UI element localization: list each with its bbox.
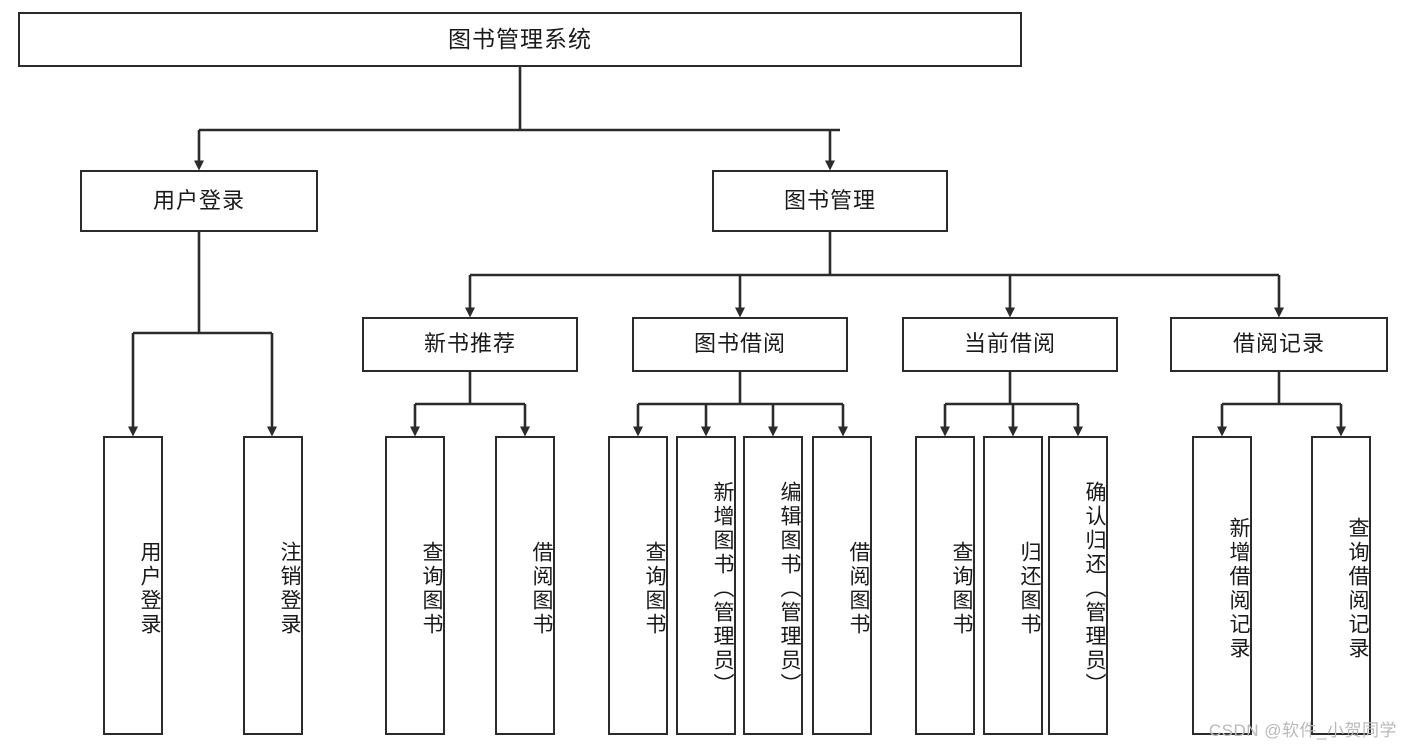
node-current-borrow[interactable]: 当前借阅 [902, 317, 1118, 372]
leaf-user-login-label: 用户登录 [138, 540, 161, 637]
leaf-confirm-return-admin-label: 确认归还（管理员） [1083, 480, 1106, 697]
leaf-query-book-2[interactable]: 查询图书 [608, 436, 668, 735]
leaf-borrow-book-1-label: 借阅图书 [530, 540, 553, 637]
leaf-user-login[interactable]: 用户登录 [103, 436, 163, 735]
leaf-borrow-book-1[interactable]: 借阅图书 [495, 436, 555, 735]
leaf-query-book-1[interactable]: 查询图书 [385, 436, 445, 735]
node-user-login-label: 用户登录 [152, 187, 245, 213]
leaf-return-book[interactable]: 归还图书 [983, 436, 1043, 735]
node-book-borrow-label: 图书借阅 [693, 331, 786, 357]
node-user-login[interactable]: 用户登录 [80, 170, 318, 232]
leaf-logout-login-label: 注销登录 [278, 540, 301, 637]
node-new-book-recommend[interactable]: 新书推荐 [362, 317, 578, 372]
leaf-borrow-book-2-label: 借阅图书 [847, 540, 870, 637]
leaf-add-book-admin-label: 新增图书（管理员） [711, 480, 734, 697]
leaf-return-book-label: 归还图书 [1018, 540, 1041, 637]
leaf-query-book-3[interactable]: 查询图书 [915, 436, 975, 735]
node-borrow-record-label: 借阅记录 [1232, 331, 1325, 357]
leaf-logout-login[interactable]: 注销登录 [243, 436, 303, 735]
leaf-query-book-2-label: 查询图书 [643, 540, 666, 637]
leaf-confirm-return-admin[interactable]: 确认归还（管理员） [1048, 436, 1108, 735]
leaf-add-book-admin[interactable]: 新增图书（管理员） [676, 436, 736, 735]
node-root-label: 图书管理系统 [448, 25, 592, 52]
node-new-book-recommend-label: 新书推荐 [423, 331, 516, 357]
node-book-manage-label: 图书管理 [783, 187, 876, 213]
node-book-manage[interactable]: 图书管理 [712, 170, 948, 232]
leaf-query-book-1-label: 查询图书 [420, 540, 443, 637]
leaf-add-borrow-record-label: 新增借阅记录 [1227, 516, 1250, 661]
node-borrow-record[interactable]: 借阅记录 [1170, 317, 1388, 372]
leaf-borrow-book-2[interactable]: 借阅图书 [812, 436, 872, 735]
leaf-query-borrow-record[interactable]: 查询借阅记录 [1311, 436, 1371, 735]
node-root[interactable]: 图书管理系统 [18, 12, 1022, 67]
leaf-edit-book-admin[interactable]: 编辑图书（管理员） [743, 436, 803, 735]
leaf-query-book-3-label: 查询图书 [950, 540, 973, 637]
leaf-query-borrow-record-label: 查询借阅记录 [1346, 516, 1369, 661]
node-book-borrow[interactable]: 图书借阅 [632, 317, 848, 372]
leaf-edit-book-admin-label: 编辑图书（管理员） [778, 480, 801, 697]
node-current-borrow-label: 当前借阅 [963, 331, 1056, 357]
leaf-add-borrow-record[interactable]: 新增借阅记录 [1192, 436, 1252, 735]
